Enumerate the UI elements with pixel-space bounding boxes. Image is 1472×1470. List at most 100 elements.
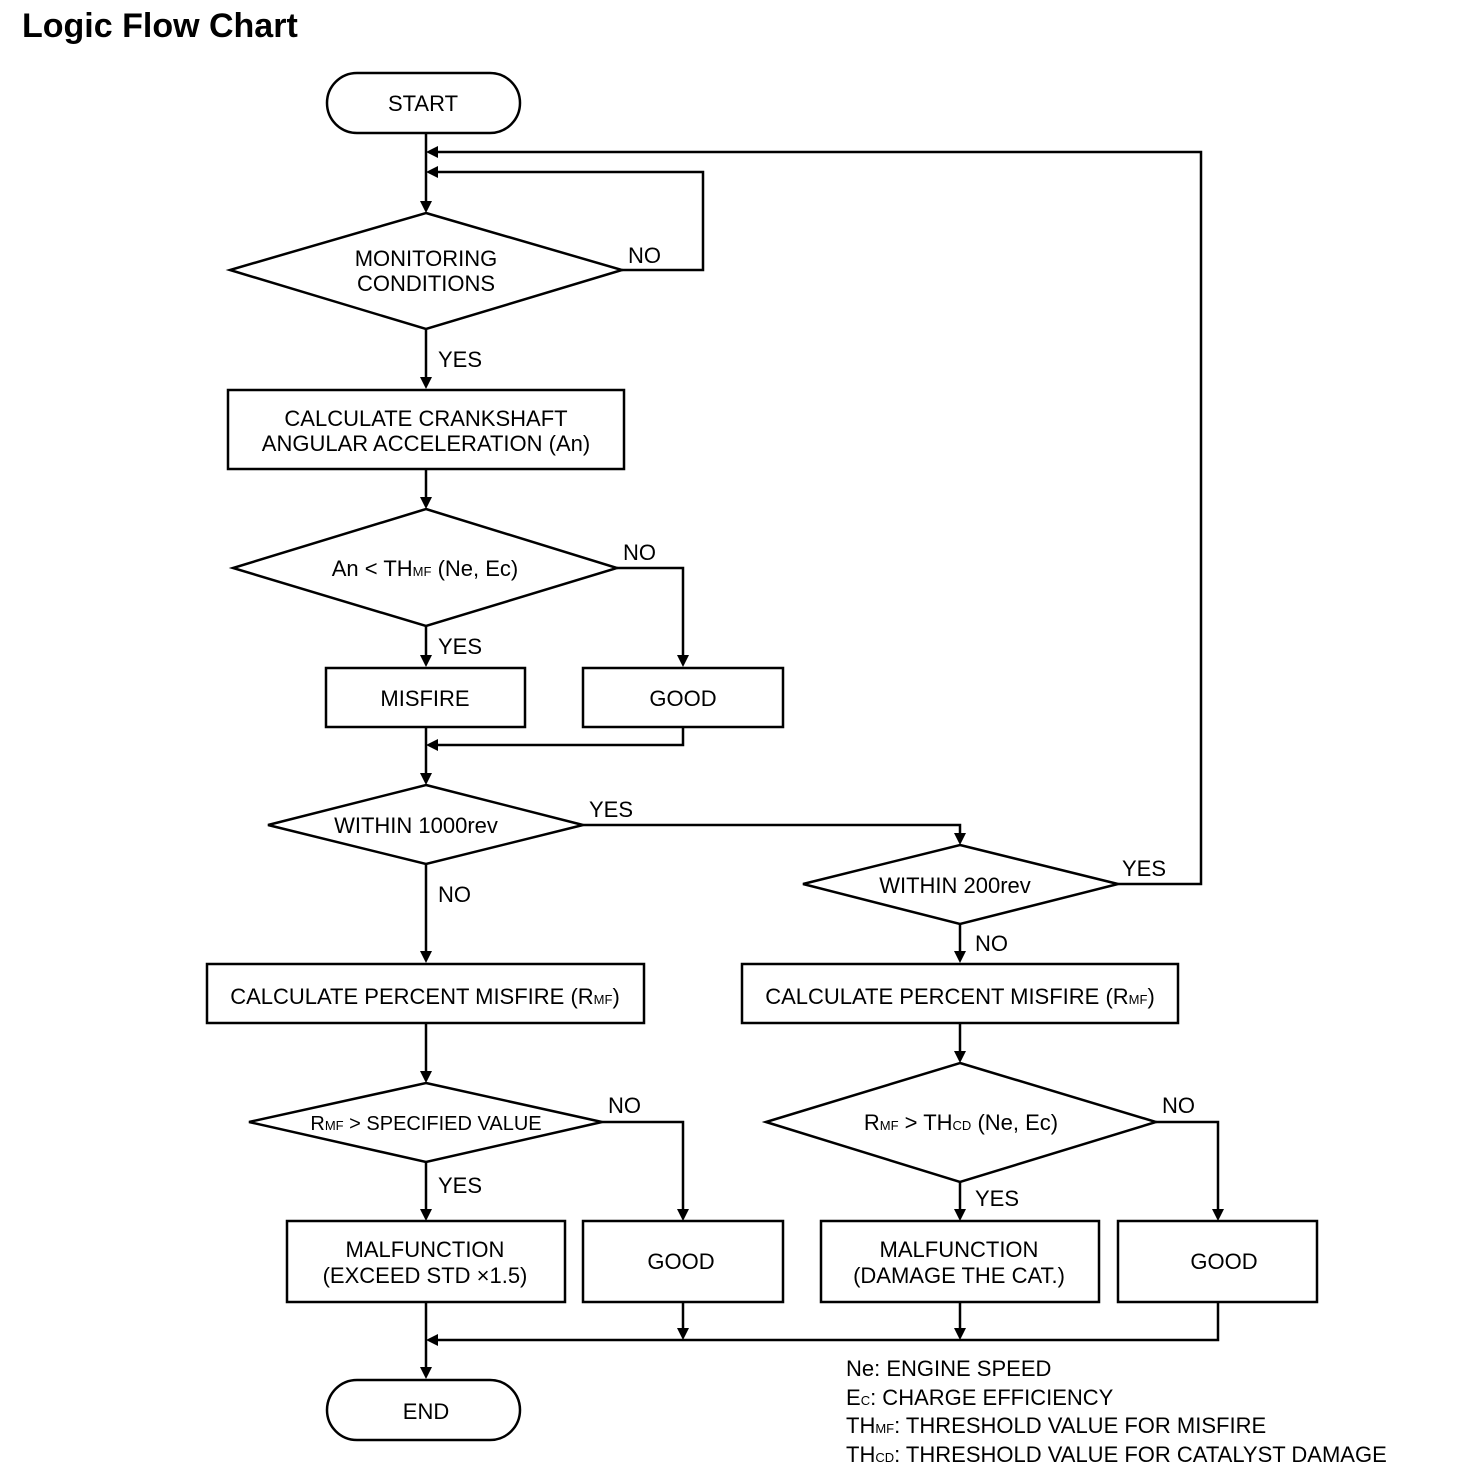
monitoring-conditions-decision: MONITORING CONDITIONS (230, 213, 622, 329)
process-label-line1: MALFUNCTION (880, 1237, 1039, 1262)
decision-label-part: R (310, 1113, 324, 1135)
subscript: MF (325, 1118, 344, 1133)
decision-label: WITHIN 200rev (879, 873, 1031, 898)
within-1000rev-decision: WITHIN 1000rev (268, 785, 583, 864)
within-200rev-decision: WITHIN 200rev (803, 845, 1118, 924)
arrowhead (1212, 1209, 1224, 1221)
arrowhead (954, 1051, 966, 1063)
flow-merge-line (438, 1302, 1218, 1340)
decision-label-line1: MONITORING (355, 246, 498, 271)
legend-item: Ne: ENGINE SPEED (846, 1356, 1387, 1385)
branch-label-no: NO (608, 1093, 641, 1118)
arrowhead (677, 1209, 689, 1221)
process-label: GOOD (649, 686, 716, 711)
rmf-thcd-decision: RMF > THCD (Ne, Ec) (766, 1063, 1156, 1182)
legend-text: : ENGINE SPEED (874, 1356, 1051, 1381)
arrowhead (426, 739, 438, 751)
legend-symbol: Ne (846, 1356, 874, 1381)
branch-label-yes: YES (589, 797, 633, 822)
branch-label-no: NO (628, 243, 661, 268)
process-label-line1: CALCULATE CRANKSHAFT (284, 406, 567, 431)
branch-label-yes: YES (438, 347, 482, 372)
branch-label-yes: YES (1122, 856, 1166, 881)
start-terminal: START (327, 73, 520, 133)
arrowhead (954, 1209, 966, 1221)
malfunction-damage-cat-process: MALFUNCTION (DAMAGE THE CAT.) (821, 1221, 1099, 1302)
arrowhead (677, 1328, 689, 1340)
process-label-line1: MALFUNCTION (346, 1237, 505, 1262)
calculate-crankshaft-process: CALCULATE CRANKSHAFT ANGULAR ACCELERATIO… (228, 390, 624, 469)
arrowhead (426, 146, 438, 158)
arrowhead (426, 166, 438, 178)
malfunction-exceed-std-process: MALFUNCTION (EXCEED STD ×1.5) (287, 1221, 565, 1302)
legend-text: : THRESHOLD VALUE FOR MISFIRE (894, 1413, 1266, 1438)
legend: Ne: ENGINE SPEED EC: CHARGE EFFICIENCY T… (846, 1356, 1387, 1470)
arrowhead (420, 1367, 432, 1379)
legend-text: : CHARGE EFFICIENCY (870, 1385, 1113, 1410)
process-label-line2: ANGULAR ACCELERATION (An) (262, 431, 590, 456)
decision-label-part: > TH (899, 1110, 953, 1135)
subscript: MF (594, 992, 613, 1007)
process-label: CALCULATE PERCENT MISFIRE (RMF) (230, 984, 620, 1009)
arrowhead (420, 497, 432, 509)
branch-label-no: NO (438, 882, 471, 907)
subscript: MF (1129, 992, 1148, 1007)
decision-label-part: R (864, 1110, 880, 1135)
decision-label: RMF > SPECIFIED VALUE (310, 1113, 541, 1135)
arrowhead (420, 773, 432, 785)
branch-label-no: NO (623, 540, 656, 565)
legend-item: THMF: THRESHOLD VALUE FOR MISFIRE (846, 1413, 1387, 1442)
arrowhead (426, 1334, 438, 1346)
legend-item: EC: CHARGE EFFICIENCY (846, 1385, 1387, 1414)
legend-text: : THRESHOLD VALUE FOR CATALYST DAMAGE (894, 1442, 1387, 1467)
arrowhead (420, 1209, 432, 1221)
arrowhead (420, 201, 432, 213)
legend-item: THCD: THRESHOLD VALUE FOR CATALYST DAMAG… (846, 1442, 1387, 1470)
arrowhead (954, 1328, 966, 1340)
arrowhead (954, 833, 966, 845)
arrowhead (420, 1071, 432, 1083)
an-threshold-decision: An < THMF (Ne, Ec) (233, 509, 617, 626)
branch-label-no: NO (975, 931, 1008, 956)
start-label: START (388, 91, 458, 116)
process-label-line2: (EXCEED STD ×1.5) (323, 1263, 528, 1288)
rmf-specified-value-decision: RMF > SPECIFIED VALUE (249, 1083, 602, 1162)
subscript: MF (413, 564, 432, 579)
arrowhead (677, 655, 689, 667)
branch-label-yes: YES (438, 1173, 482, 1198)
process-label: GOOD (1190, 1249, 1257, 1274)
legend-symbol: TH (846, 1442, 875, 1467)
decision-label-part: An < TH (332, 556, 413, 581)
end-label: END (403, 1399, 449, 1424)
arrowhead (420, 377, 432, 389)
process-label: CALCULATE PERCENT MISFIRE (RMF) (765, 984, 1155, 1009)
calculate-percent-misfire-left: CALCULATE PERCENT MISFIRE (RMF) (207, 964, 644, 1023)
flow-line (438, 727, 683, 745)
process-label-line2: (DAMAGE THE CAT.) (853, 1263, 1065, 1288)
decision-label-part: > SPECIFIED VALUE (344, 1113, 542, 1135)
process-label-part: ) (612, 984, 619, 1009)
misfire-process: MISFIRE (326, 668, 525, 727)
process-label: MISFIRE (380, 686, 469, 711)
arrowhead (420, 655, 432, 667)
decision-label-line2: CONDITIONS (357, 271, 495, 296)
process-label-part: ) (1147, 984, 1154, 1009)
flow-line (1156, 1122, 1218, 1209)
end-terminal: END (327, 1380, 520, 1440)
process-label-part: CALCULATE PERCENT MISFIRE (R (230, 984, 593, 1009)
branch-label-yes: YES (438, 634, 482, 659)
calculate-percent-misfire-right: CALCULATE PERCENT MISFIRE (RMF) (742, 964, 1178, 1023)
subscript: MF (880, 1118, 899, 1133)
legend-symbol: E (846, 1385, 861, 1410)
good-process-lower-right: GOOD (1118, 1221, 1317, 1302)
legend-symbol: TH (846, 1413, 875, 1438)
flow-line (602, 1122, 683, 1209)
arrowhead (420, 951, 432, 963)
legend-subscript: C (861, 1393, 870, 1408)
subscript: CD (953, 1118, 972, 1133)
legend-subscript: CD (875, 1450, 894, 1465)
process-label-part: CALCULATE PERCENT MISFIRE (R (765, 984, 1128, 1009)
flow-line (583, 825, 960, 833)
flow-line (617, 568, 683, 655)
